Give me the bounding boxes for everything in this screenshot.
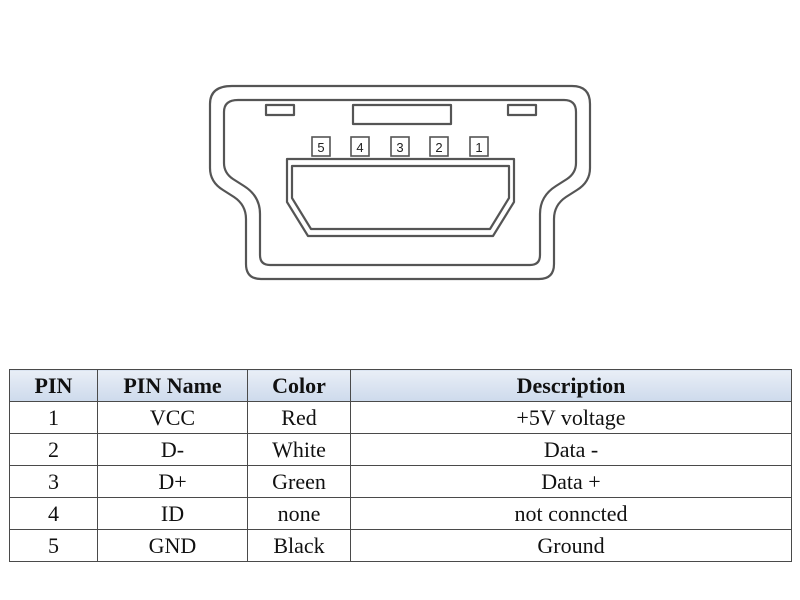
pin-label-3: 3 bbox=[396, 140, 403, 155]
pin-label-4: 4 bbox=[356, 140, 363, 155]
header-pin: PIN bbox=[9, 369, 98, 402]
pin-label-1: 1 bbox=[475, 140, 482, 155]
cell-pin: 1 bbox=[9, 401, 98, 434]
mini-usb-connector-diagram: 5 4 3 2 1 bbox=[208, 84, 592, 281]
connector-inner-shell bbox=[222, 98, 578, 267]
pin-label-2: 2 bbox=[435, 140, 442, 155]
header-description: Description bbox=[350, 369, 792, 402]
table-row: 2 D- White Data - bbox=[9, 433, 792, 466]
table-row: 3 D+ Green Data + bbox=[9, 465, 792, 498]
cell-color: Green bbox=[247, 465, 351, 498]
cell-pin-name: ID bbox=[97, 497, 248, 530]
cell-pin-name: VCC bbox=[97, 401, 248, 434]
pin-box-3 bbox=[390, 136, 410, 157]
connector-left-notch bbox=[264, 103, 296, 117]
table-row: 5 GND Black Ground bbox=[9, 529, 792, 562]
pin-box-1 bbox=[469, 136, 489, 157]
pin-boxes bbox=[311, 136, 489, 157]
cell-description: Ground bbox=[350, 529, 792, 562]
cell-pin-name: D- bbox=[97, 433, 248, 466]
table-row: 4 ID none not conncted bbox=[9, 497, 792, 530]
cell-color: none bbox=[247, 497, 351, 530]
header-color: Color bbox=[247, 369, 351, 402]
cell-pin: 3 bbox=[9, 465, 98, 498]
pin-box-2 bbox=[429, 136, 449, 157]
table-header-row: PIN PIN Name Color Description bbox=[9, 369, 792, 402]
cell-pin-name: D+ bbox=[97, 465, 248, 498]
connector-right-notch bbox=[506, 103, 538, 117]
connector-outer-shell bbox=[208, 84, 592, 281]
connector-center-tab bbox=[351, 103, 453, 126]
cell-description: Data - bbox=[350, 433, 792, 466]
cell-pin: 4 bbox=[9, 497, 98, 530]
cell-description: not conncted bbox=[350, 497, 792, 530]
connector-pin-tongue bbox=[285, 157, 516, 238]
cell-color: Red bbox=[247, 401, 351, 434]
connector-pin-tongue-inner bbox=[290, 164, 511, 231]
cell-pin: 5 bbox=[9, 529, 98, 562]
cell-description: Data + bbox=[350, 465, 792, 498]
pin-box-5 bbox=[311, 136, 331, 157]
cell-pin: 2 bbox=[9, 433, 98, 466]
pinout-table: PIN PIN Name Color Description 1 VCC Red… bbox=[9, 369, 792, 562]
table-row: 1 VCC Red +5V voltage bbox=[9, 401, 792, 434]
pin-box-4 bbox=[350, 136, 370, 157]
pin-label-5: 5 bbox=[317, 140, 324, 155]
cell-color: Black bbox=[247, 529, 351, 562]
cell-color: White bbox=[247, 433, 351, 466]
header-pin-name: PIN Name bbox=[97, 369, 248, 402]
cell-description: +5V voltage bbox=[350, 401, 792, 434]
cell-pin-name: GND bbox=[97, 529, 248, 562]
